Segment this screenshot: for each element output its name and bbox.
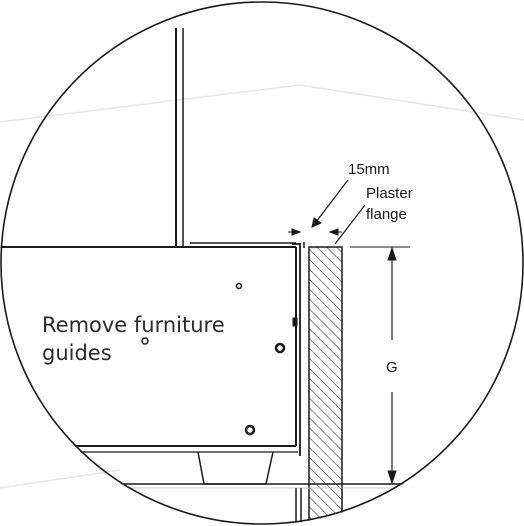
floor-line xyxy=(0,483,524,489)
instruction-remove-guides-line2: guides xyxy=(42,341,112,365)
upper-partition xyxy=(175,28,184,247)
plaster-wall xyxy=(308,246,343,525)
instruction-remove-guides-line1: Remove furniture xyxy=(42,313,225,337)
screw-hole xyxy=(274,342,286,354)
label-plaster: Plaster xyxy=(366,185,413,202)
dimension-15mm xyxy=(288,179,349,236)
screw-holes xyxy=(141,282,286,436)
screw-hole xyxy=(235,282,243,290)
lower-partition xyxy=(295,488,302,525)
screw-hole xyxy=(244,424,256,436)
label-dimension-g: G xyxy=(386,359,398,376)
flange-bracket xyxy=(292,242,305,456)
detail-content xyxy=(0,28,524,525)
furniture-foot xyxy=(197,451,274,485)
plaster-flange-leader xyxy=(334,204,366,245)
watermark-lines xyxy=(0,84,524,489)
screw-hole xyxy=(141,337,149,345)
dimension-g xyxy=(350,246,410,485)
label-15mm: 15mm xyxy=(348,161,390,178)
label-flange: flange xyxy=(366,206,407,223)
